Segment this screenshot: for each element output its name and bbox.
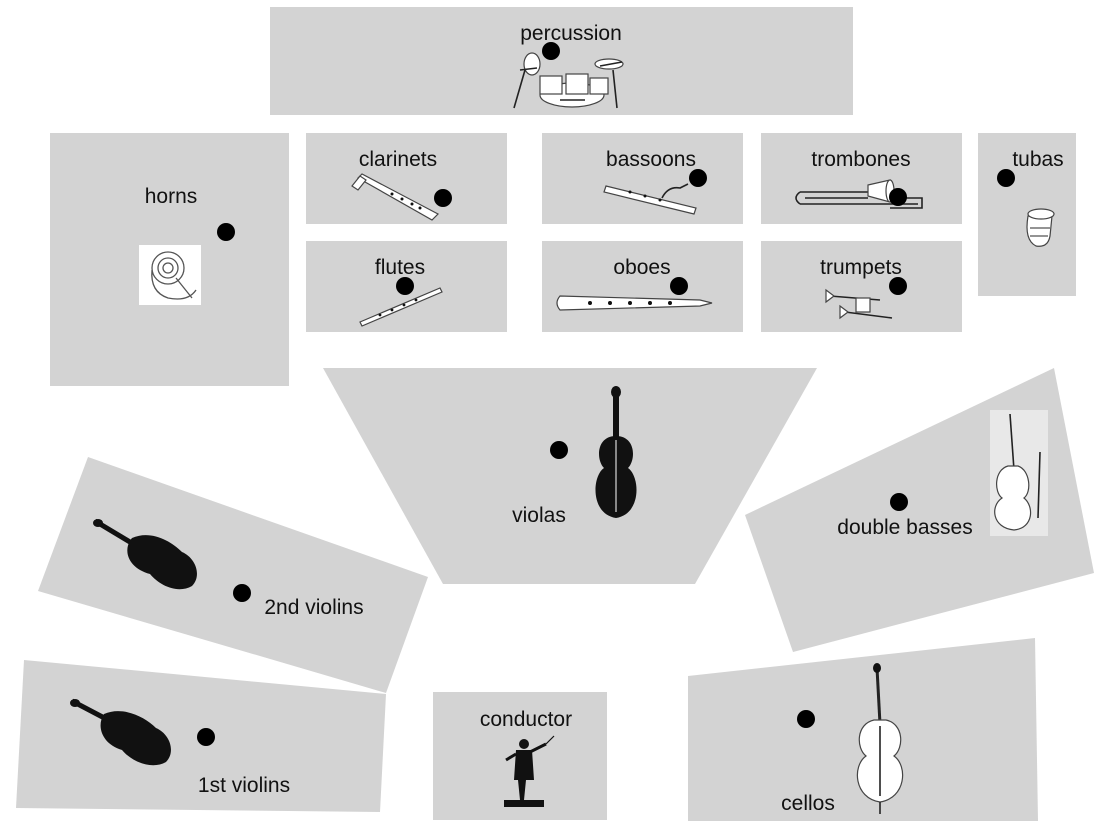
second-violins-section: 2nd violins	[38, 457, 428, 693]
oboes-label: oboes	[613, 256, 670, 279]
trumpets-marker	[889, 277, 907, 295]
double-basses-label: double basses	[837, 516, 972, 539]
tubas-section: tubas	[978, 133, 1076, 296]
bassoons-label: bassoons	[606, 148, 696, 171]
first-violins-label: 1st violins	[198, 774, 290, 797]
second-violins-region	[38, 457, 428, 693]
first-violins-section: 1st violins	[16, 660, 386, 812]
second-violin-icon	[93, 518, 197, 590]
clarinets-marker	[434, 189, 452, 207]
viola-icon	[595, 386, 637, 518]
double-bass-icon	[990, 410, 1048, 536]
flutes-marker	[396, 277, 414, 295]
flutes-label: flutes	[375, 256, 425, 279]
tubas-marker	[997, 169, 1015, 187]
first-violin-icon	[70, 698, 171, 766]
violas-region	[323, 368, 817, 584]
clarinets-label: clarinets	[359, 148, 437, 171]
trombones-label: trombones	[811, 148, 910, 171]
conductor-section: conductor	[433, 692, 607, 820]
violas-section: violas	[323, 368, 817, 584]
trumpet-icon	[825, 288, 893, 320]
bassoons-region	[542, 133, 743, 224]
trombones-region	[761, 133, 962, 224]
bassoon-icon	[603, 183, 697, 215]
conductor-icon	[504, 735, 555, 807]
percussion-label: percussion	[520, 22, 622, 45]
horns-marker	[217, 223, 235, 241]
trombones-section: trombones	[761, 133, 962, 224]
flute-icon	[359, 287, 443, 327]
horns-section: horns	[50, 133, 289, 386]
french-horn-icon	[139, 245, 201, 305]
percussion-section: percussion	[270, 7, 853, 115]
clarinet-icon	[351, 173, 440, 221]
second-violins-label: 2nd violins	[264, 596, 363, 619]
oboes-section: oboes	[542, 241, 743, 332]
tubas-region	[978, 133, 1076, 296]
flutes-section: flutes	[306, 241, 507, 332]
oboes-region	[542, 241, 743, 332]
conductor-label: conductor	[480, 708, 572, 731]
oboes-marker	[670, 277, 688, 295]
bassoons-marker	[689, 169, 707, 187]
second-violins-marker	[233, 584, 251, 602]
trumpets-region	[761, 241, 962, 332]
violas-marker	[550, 441, 568, 459]
first-violins-marker	[197, 728, 215, 746]
tuba-icon	[1026, 208, 1055, 247]
trombones-marker	[889, 188, 907, 206]
violas-label: violas	[512, 504, 566, 527]
double-basses-marker	[890, 493, 908, 511]
clarinets-section: clarinets	[306, 133, 507, 224]
bassoons-section: bassoons	[542, 133, 743, 224]
clarinets-region	[306, 133, 507, 224]
cellos-section: cellos	[688, 638, 1038, 821]
drum-kit-icon	[513, 52, 624, 109]
horns-label: horns	[145, 185, 198, 208]
tubas-label: tubas	[1012, 148, 1063, 171]
double-basses-section: double basses	[745, 368, 1094, 652]
oboe-icon	[556, 295, 713, 311]
cello-icon	[856, 663, 904, 814]
percussion-marker	[542, 42, 560, 60]
cellos-label: cellos	[781, 792, 835, 815]
cellos-marker	[797, 710, 815, 728]
trumpets-section: trumpets	[761, 241, 962, 332]
trumpets-label: trumpets	[820, 256, 902, 279]
